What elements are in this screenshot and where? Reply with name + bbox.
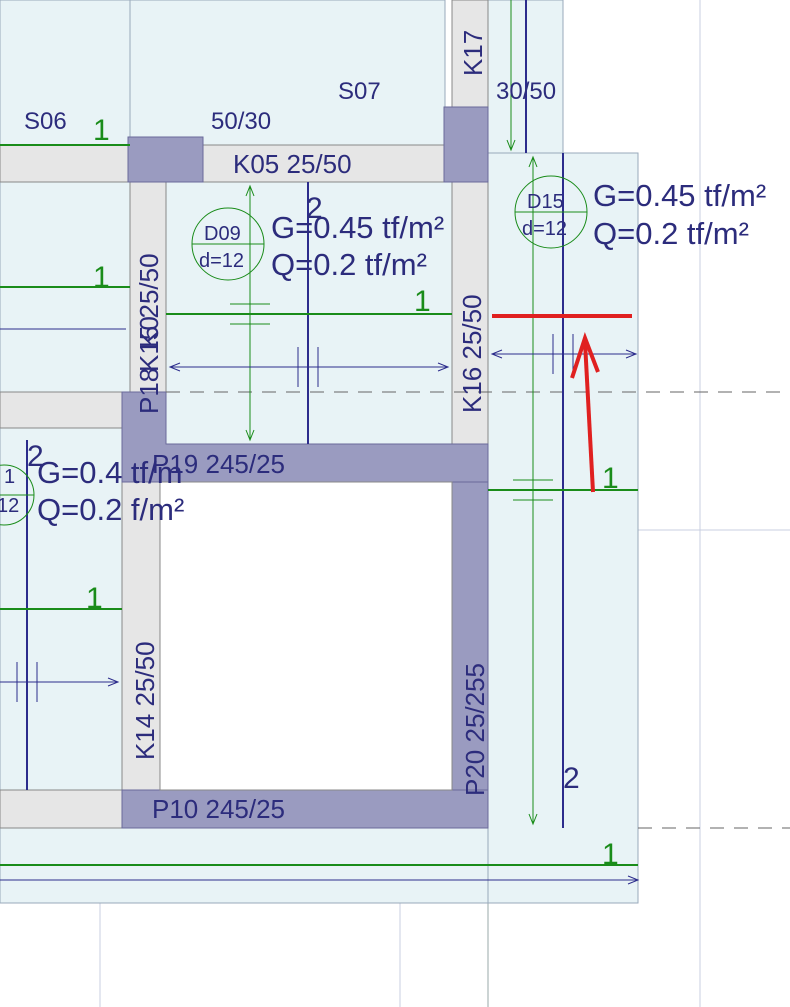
beam-left-mid <box>0 391 123 429</box>
marker-1-left-lower: 1 <box>86 582 103 615</box>
dimension-arrows <box>0 0 640 885</box>
marker-2-d15: 2 <box>563 762 580 795</box>
slab-s07-area <box>129 0 446 146</box>
beam-k17 <box>451 0 489 109</box>
green-lines <box>0 144 638 610</box>
marker-2-left: 2 <box>27 440 44 473</box>
slab-d09-d: d=12 <box>199 250 244 272</box>
green-markers: 1 1 1 1 1 1 <box>86 114 619 871</box>
slab-s06-area <box>0 0 131 146</box>
red-annotation[interactable] <box>492 314 632 493</box>
marker-1-top-left: 1 <box>93 114 110 147</box>
slab-left-q: Q=0.2 f/m² <box>37 492 184 527</box>
label-k14: K14 25/50 <box>130 641 160 760</box>
beam-k16 <box>451 181 489 445</box>
label-k17: K17 <box>458 30 488 76</box>
label-p10: P10 245/25 <box>152 794 285 824</box>
label-s07: S07 <box>338 78 381 105</box>
label-s06: S06 <box>24 108 67 135</box>
column-top-right <box>443 106 489 183</box>
beam-k14 <box>121 481 161 791</box>
label-k05: K05 25/50 <box>233 149 352 179</box>
slab-d09-g: G=0.45 tf/m² <box>271 210 444 245</box>
beam-s06 <box>0 144 131 183</box>
shaft-opening <box>159 481 453 791</box>
marker-1-bottom: 1 <box>602 838 619 871</box>
slab-d15-q: Q=0.2 tf/m² <box>593 216 749 251</box>
red-arrow-shaft <box>583 341 595 493</box>
dashed-axes <box>166 391 790 829</box>
marker-2-d09: 2 <box>306 192 323 225</box>
slab-left-g: G=0.4 tf/m <box>37 455 183 490</box>
slab-d09-q: Q=0.2 tf/m² <box>271 247 427 282</box>
slab-d15-d: d=12 <box>522 218 567 240</box>
slab-left-d: 12 <box>0 495 19 517</box>
blue-lines <box>0 0 638 881</box>
label-k16: K16 25/50 <box>457 294 487 413</box>
slab-d09-id: D09 <box>204 223 241 245</box>
marker-1-left: 1 <box>93 261 110 294</box>
slab-left-id: 1 <box>4 466 15 488</box>
column-top-left <box>127 136 204 183</box>
red-arrow-head <box>570 331 600 379</box>
label-k05-dim: 50/30 <box>211 108 271 135</box>
label-k15-overlap: K0 <box>134 316 164 348</box>
beams <box>0 0 489 829</box>
marker-1-d15: 1 <box>602 462 619 495</box>
marker-1-d09: 1 <box>414 285 431 318</box>
beam-k15 <box>129 181 167 393</box>
slab-d15-g: G=0.45 tf/m² <box>593 178 766 213</box>
slab-tags <box>0 175 588 526</box>
slab-d15-id: D15 <box>527 191 564 213</box>
label-p19: P19 245/25 <box>152 449 285 479</box>
label-p20: P20 25/255 <box>460 663 490 796</box>
label-k15: K15 25/50 <box>134 253 164 372</box>
beam-left-bottom <box>0 789 123 829</box>
labels: S06 S07 50/30 30/50 K05 25/50 P19 245/25… <box>0 30 766 824</box>
label-p18: P18 <box>134 368 164 414</box>
label-k17-size: 30/50 <box>496 78 556 105</box>
